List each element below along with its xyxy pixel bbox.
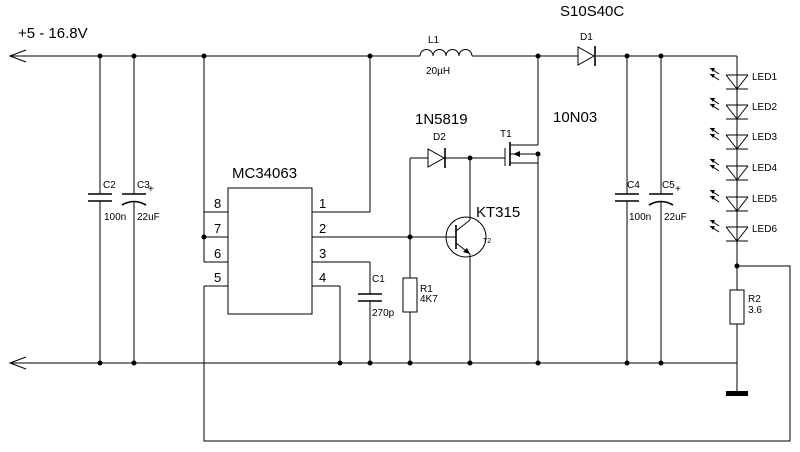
led6-label: LED6 — [752, 224, 777, 235]
d2-ref: D2 — [433, 132, 446, 143]
led3-label: LED3 — [752, 132, 777, 143]
c3-plus: + — [148, 184, 154, 195]
c1-value: 270p — [372, 308, 395, 319]
c4-ref: C4 — [627, 180, 640, 191]
c3-capacitor — [121, 56, 147, 363]
c3-value: 22uF — [137, 212, 160, 223]
l1-inductor — [419, 49, 473, 57]
led5 — [709, 189, 749, 212]
bottom-rail — [8, 356, 737, 370]
pin-6: 6 — [214, 246, 221, 261]
junction-dots — [97, 53, 740, 366]
d1-diode — [577, 46, 596, 66]
c2-capacitor — [88, 56, 112, 363]
c2-value: 100n — [104, 212, 126, 223]
t1-mosfet — [504, 56, 539, 363]
t2-ref: T2 — [483, 238, 491, 245]
c5-capacitor — [648, 56, 674, 363]
c1-ref: C1 — [372, 274, 385, 285]
t1-part: 10N03 — [553, 109, 597, 126]
r2-resistor — [726, 289, 748, 396]
mc34063-ic — [227, 187, 313, 315]
r2-value: 3.6 — [748, 305, 762, 316]
ic-pin-leads — [204, 211, 410, 287]
pin-2: 2 — [319, 221, 326, 236]
c5-plus: + — [675, 184, 681, 195]
led4-label: LED4 — [752, 163, 777, 174]
t2-transistor — [410, 158, 487, 363]
c3-ref: C3 — [137, 180, 150, 191]
c2-ref: C2 — [103, 180, 116, 191]
d2-part: 1N5819 — [415, 111, 468, 128]
led2 — [709, 97, 749, 120]
d1-part: S10S40C — [560, 3, 624, 20]
l1-value: 20µH — [426, 66, 450, 77]
pin-3: 3 — [319, 246, 326, 261]
t2-part: KT315 — [476, 204, 520, 221]
led1 — [709, 67, 749, 90]
led3 — [709, 127, 749, 150]
d2-diode — [410, 148, 505, 168]
pin-7: 7 — [214, 221, 221, 236]
led5-label: LED5 — [752, 194, 777, 205]
pin-5: 5 — [214, 270, 221, 285]
ic-name: MC34063 — [232, 165, 297, 182]
r1-ref: R1 — [420, 284, 433, 295]
d1-ref: D1 — [580, 32, 593, 43]
led4 — [709, 158, 749, 181]
led2-label: LED2 — [752, 102, 777, 113]
c5-ref: C5 — [662, 180, 675, 191]
r2-ref: R2 — [748, 294, 761, 305]
c5-value: 22uF — [664, 212, 687, 223]
r1-value: 4K7 — [420, 294, 438, 305]
c4-capacitor — [615, 56, 639, 363]
pin-8: 8 — [214, 196, 221, 211]
supply-label: +5 - 16.8V — [18, 25, 88, 42]
ic-supply-wiring — [203, 56, 371, 363]
feedback-wire — [203, 265, 791, 442]
led1-label: LED1 — [752, 72, 777, 83]
pin-1: 1 — [319, 196, 326, 211]
pin-4: 4 — [319, 270, 326, 285]
t1-ref: T1 — [500, 129, 512, 140]
led6 — [709, 219, 749, 242]
c1-capacitor — [340, 261, 382, 363]
top-rail — [8, 49, 737, 63]
c4-value: 100n — [629, 212, 651, 223]
r1-resistor — [402, 158, 418, 363]
l1-ref: L1 — [428, 35, 440, 46]
